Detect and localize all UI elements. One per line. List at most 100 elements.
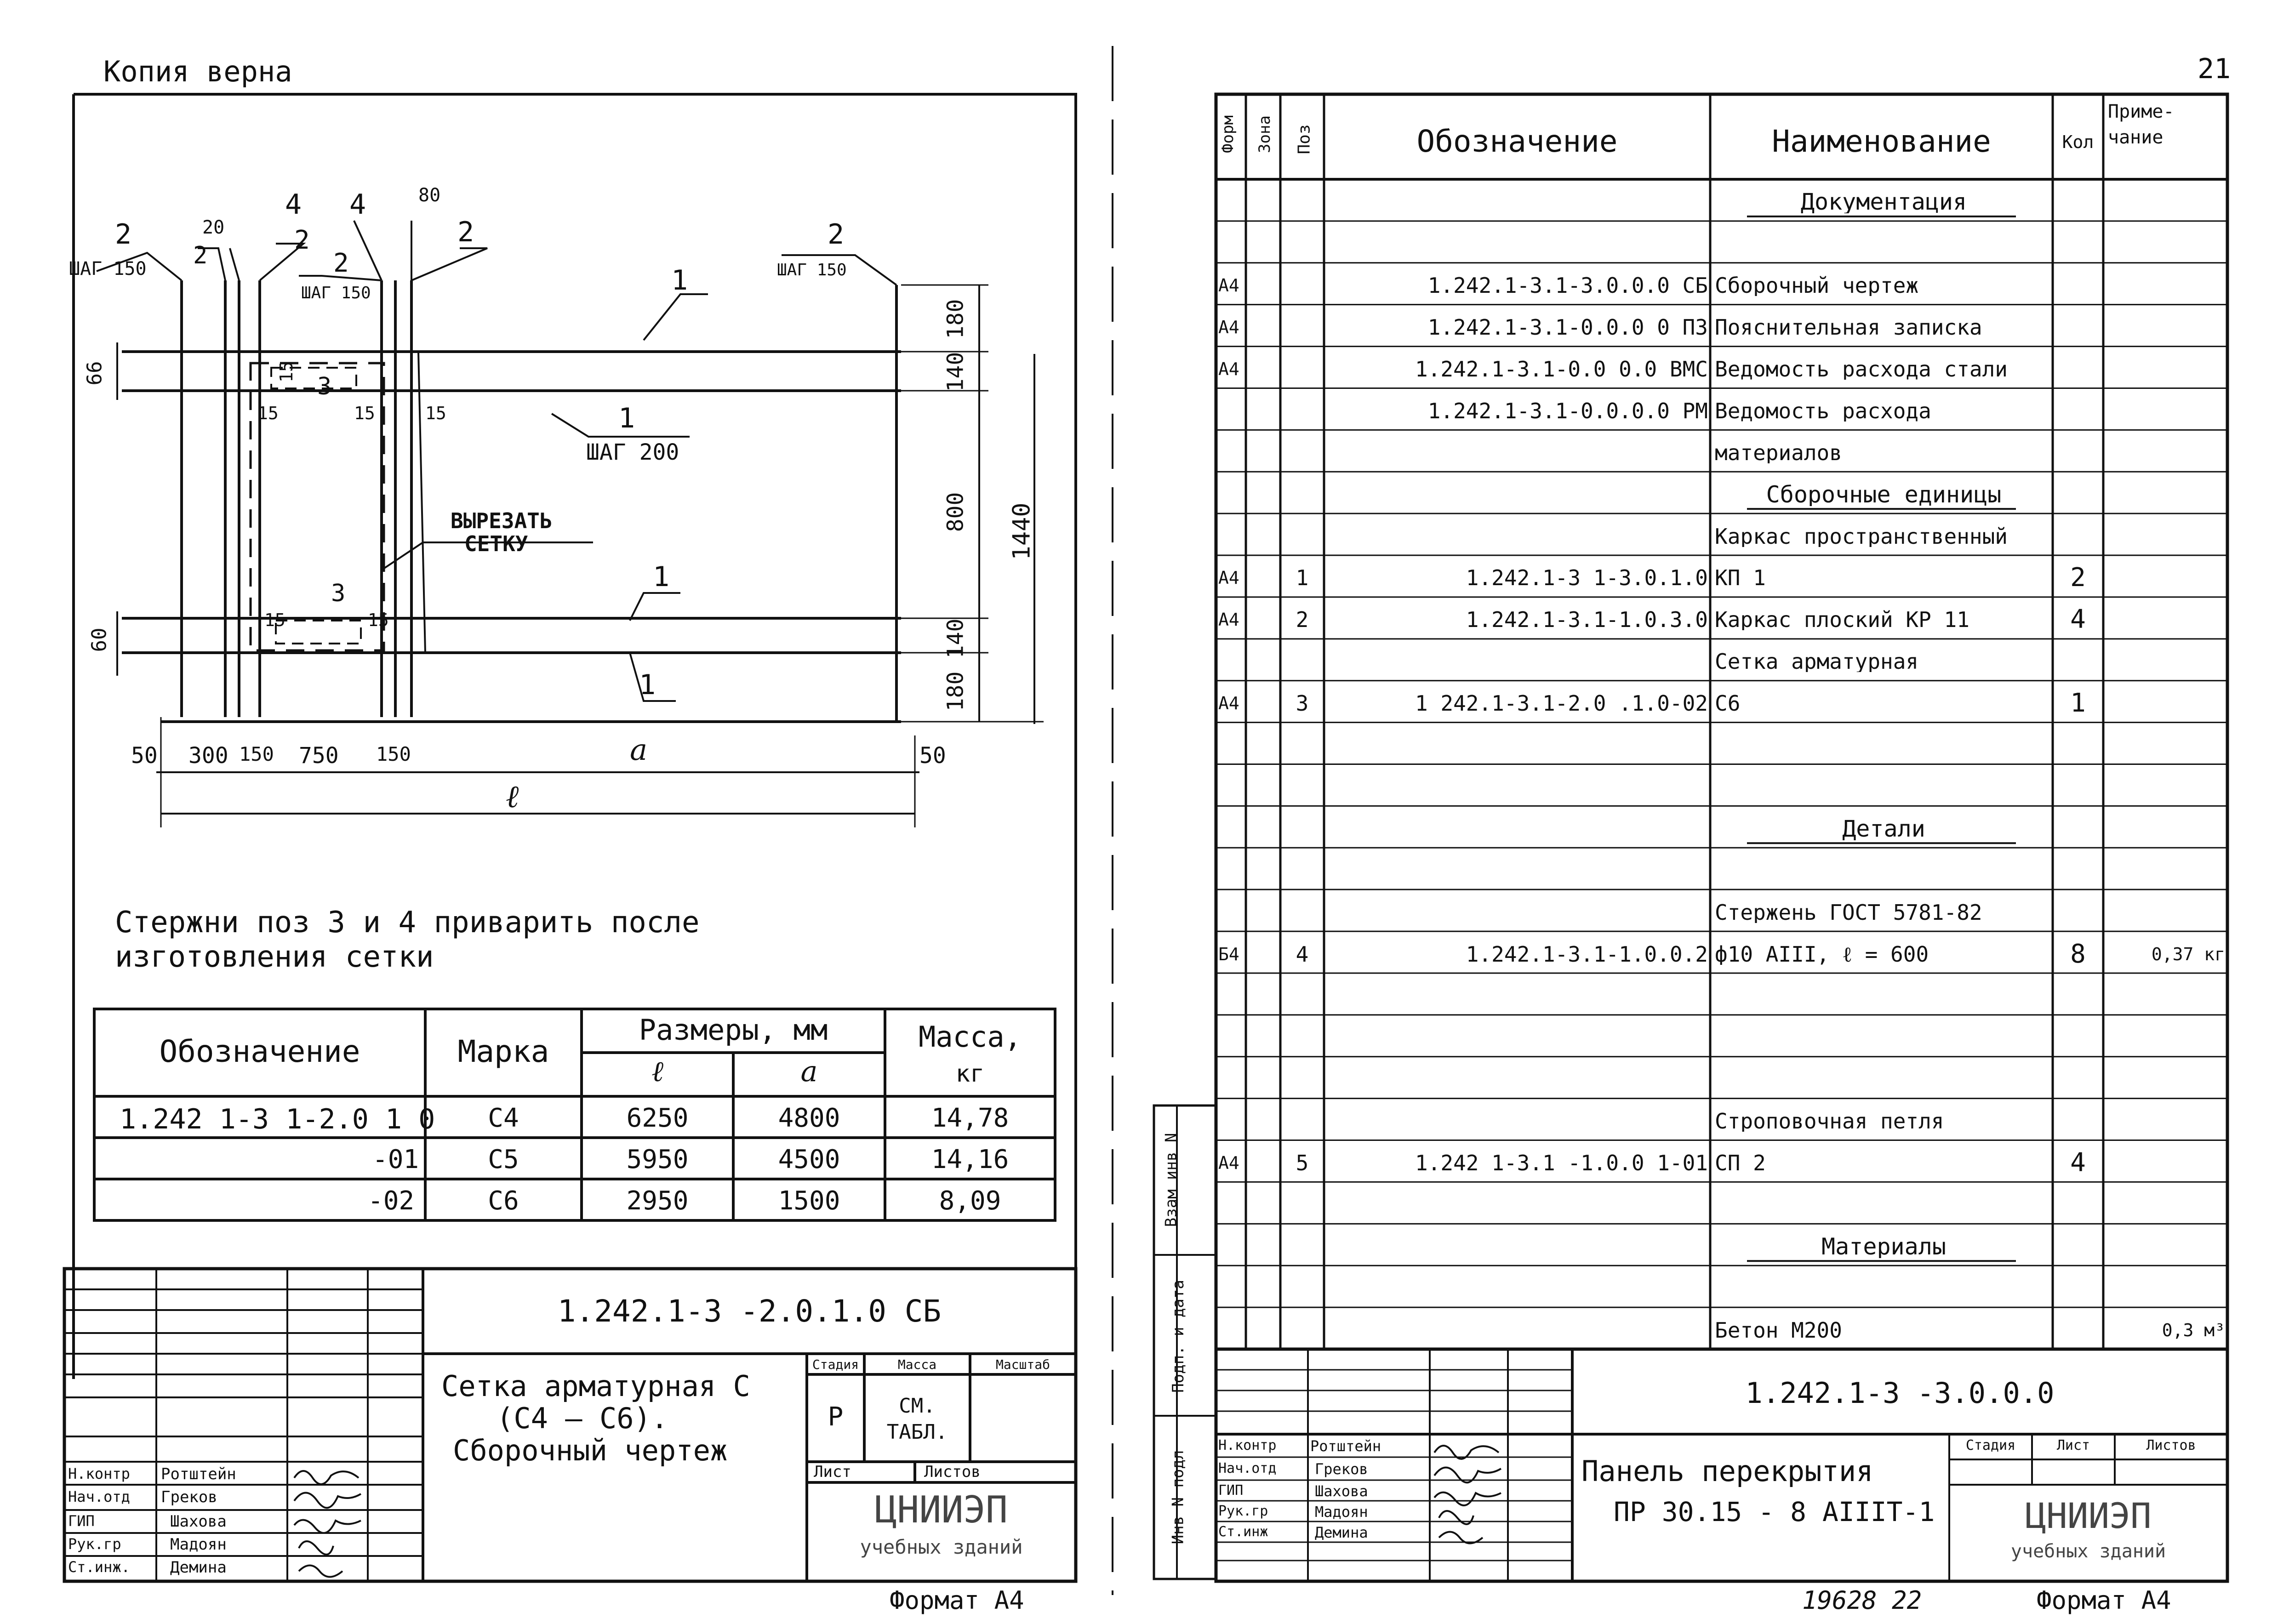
spec-cell-name: Бетон М200 bbox=[1715, 1319, 1842, 1341]
col-header-form: Форм bbox=[1218, 115, 1237, 153]
table-row-l: 6250 bbox=[626, 1103, 689, 1133]
dim-small: 15 bbox=[368, 610, 389, 630]
step-label: ШАГ 150 bbox=[301, 284, 371, 302]
table-header-l: ℓ bbox=[651, 1054, 663, 1088]
pos-label: 1 bbox=[618, 402, 635, 434]
pos-label: 2 bbox=[294, 225, 310, 255]
table-row-mark: С4 bbox=[488, 1103, 519, 1133]
dim-bottom: 750 bbox=[299, 743, 339, 769]
spec-cell-note: 0,37 кг bbox=[2151, 945, 2225, 963]
table-row-l: 2950 bbox=[626, 1186, 689, 1216]
pos-label: 1 bbox=[671, 264, 688, 296]
table-header-a: a bbox=[800, 1054, 818, 1088]
sheet-header: Лист bbox=[2056, 1437, 2090, 1453]
col-header-name: Наименование bbox=[1772, 124, 1991, 159]
spec-cell-pos: 1 bbox=[1296, 567, 1309, 589]
table-row-a: 4500 bbox=[778, 1145, 840, 1174]
dim-right: 1440 bbox=[1008, 502, 1036, 560]
pos-label: 4 bbox=[349, 188, 366, 221]
spec-cell-form: А4 bbox=[1218, 569, 1239, 587]
pos-label: 2 bbox=[115, 218, 132, 251]
spec-cell-name: КП 1 bbox=[1715, 567, 1766, 589]
stamp-number: 19628 22 bbox=[1802, 1586, 1922, 1615]
scale-header: Масштаб bbox=[995, 1357, 1050, 1372]
role-name: Шахова bbox=[170, 1512, 227, 1531]
spec-cell-name: ф10 АIII, ℓ = 600 bbox=[1715, 943, 1929, 965]
table-row-mass: 14,78 bbox=[931, 1103, 1009, 1133]
spec-cell-name: Каркас пространственный bbox=[1715, 525, 2008, 547]
col-header-note: Приме- чание bbox=[2108, 101, 2175, 148]
sheet-title: ПР 30.15 - 8 АIIIТ-1 bbox=[1614, 1496, 1935, 1527]
pos-label: 1 bbox=[653, 561, 670, 593]
table-header-mass: Масса, bbox=[919, 1020, 1022, 1054]
pos-label: 3 bbox=[331, 580, 346, 607]
role-label: Ст.инж. bbox=[68, 1558, 130, 1576]
pos-label: 1 bbox=[639, 669, 656, 701]
table-header-sizes: Размеры, мм bbox=[639, 1013, 828, 1047]
spec-cell-name: Документация bbox=[1800, 190, 1967, 214]
spec-cell-form: А4 bbox=[1218, 319, 1239, 336]
spec-cell-designation: 1.242.1-3.1-1.0.0.2 bbox=[1466, 943, 1708, 965]
dim-right: 140 bbox=[942, 618, 969, 659]
spec-cell-designation: 1.242.1-3.1-3.0.0.0 СБ bbox=[1427, 275, 1708, 296]
mass-header: Масса bbox=[897, 1357, 937, 1372]
spec-cell-form: А4 bbox=[1218, 611, 1239, 629]
spec-cell-name: СП 2 bbox=[1715, 1152, 1766, 1174]
role-label: Н.контр bbox=[68, 1465, 130, 1482]
page-number: 21 bbox=[2198, 53, 2231, 85]
pos-label: 2 bbox=[457, 216, 474, 248]
left-frame bbox=[74, 93, 1077, 1567]
spec-cell-designation: 1.242.1-3.1-0.0 0.0 ВМС bbox=[1415, 359, 1708, 380]
spec-cell-designation: 1 242.1-3.1-2.0 .1.0-02 bbox=[1415, 693, 1708, 714]
dim-bottom: 150 bbox=[376, 743, 411, 765]
spec-cell-note: 0,3 м³ bbox=[2162, 1321, 2225, 1339]
dim-small: 15 bbox=[354, 403, 375, 423]
dim-right: 140 bbox=[942, 352, 969, 392]
welding-note: изготовления сетки bbox=[115, 940, 434, 974]
dim-bottom: ℓ bbox=[506, 779, 519, 815]
spec-cell-designation: 1.242.1-3.1-0.0.0 0 ПЗ bbox=[1427, 317, 1708, 338]
spec-cell-name: Ведомость расхода bbox=[1715, 400, 1931, 422]
spec-cell-designation: 1.242.1-3.1-1.0.3.0 bbox=[1466, 609, 1708, 631]
role-label: Нач.отд bbox=[1218, 1460, 1277, 1476]
dim-right: 180 bbox=[942, 671, 969, 712]
role-label: ГИП bbox=[1218, 1482, 1244, 1499]
pos-label: 2 bbox=[333, 248, 349, 278]
role-name: Ротштейн bbox=[161, 1465, 236, 1483]
dim-right: 800 bbox=[942, 492, 969, 532]
side-label: Взам инв N bbox=[1162, 1133, 1181, 1227]
stage-value: Р bbox=[828, 1402, 844, 1432]
role-name: Греков bbox=[161, 1488, 217, 1506]
spec-cell-name: Стержень ГОСТ 5781-82 bbox=[1715, 901, 1982, 923]
step-label: ШАГ 150 bbox=[69, 258, 147, 279]
col-header-qty: Кол bbox=[2062, 132, 2094, 152]
side-label: Подп. и дата bbox=[1169, 1280, 1187, 1393]
spec-cell-designation: 1.242 1-3.1 -1.0.0 1-01 bbox=[1415, 1152, 1708, 1174]
role-label: Нач.отд bbox=[68, 1488, 130, 1505]
sheet-header: Лист bbox=[814, 1463, 851, 1481]
cut-note: СЕТКУ bbox=[464, 531, 528, 556]
table-row-mark: С6 bbox=[488, 1186, 519, 1216]
spec-cell-designation: 1.242.1-3 1-3.0.1.0 bbox=[1466, 567, 1708, 589]
role-label: Н.контр bbox=[1218, 1437, 1277, 1453]
table-row-a: 1500 bbox=[778, 1186, 840, 1216]
spec-cell-name: Сборочный чертеж bbox=[1715, 275, 1919, 296]
role-name: Ротштейн bbox=[1310, 1437, 1381, 1455]
spec-cell-pos: 2 bbox=[1296, 609, 1309, 631]
spec-cell-name: Строповочная петля bbox=[1715, 1111, 1944, 1132]
sheet-title: (С4 — С6). bbox=[497, 1402, 668, 1435]
spec-cell-form: А4 bbox=[1218, 695, 1239, 712]
org-name: ЦНИИЭП bbox=[2025, 1495, 2152, 1536]
role-name: Мадоян bbox=[170, 1535, 227, 1554]
dim-small: 15 bbox=[425, 403, 446, 423]
dim-bottom: a bbox=[630, 733, 648, 767]
mass-value: СМ. ТАБЛ. bbox=[886, 1394, 948, 1444]
pos-label: 2 bbox=[193, 242, 208, 269]
org-name: ЦНИИЭП bbox=[875, 1488, 1008, 1531]
dim-bottom: 50 bbox=[131, 743, 158, 769]
table-row-l: 5950 bbox=[626, 1145, 689, 1174]
dim-small: 80 bbox=[418, 185, 441, 206]
spec-cell-pos: 3 bbox=[1296, 693, 1309, 714]
table-row-mass: 14,16 bbox=[931, 1145, 1009, 1174]
